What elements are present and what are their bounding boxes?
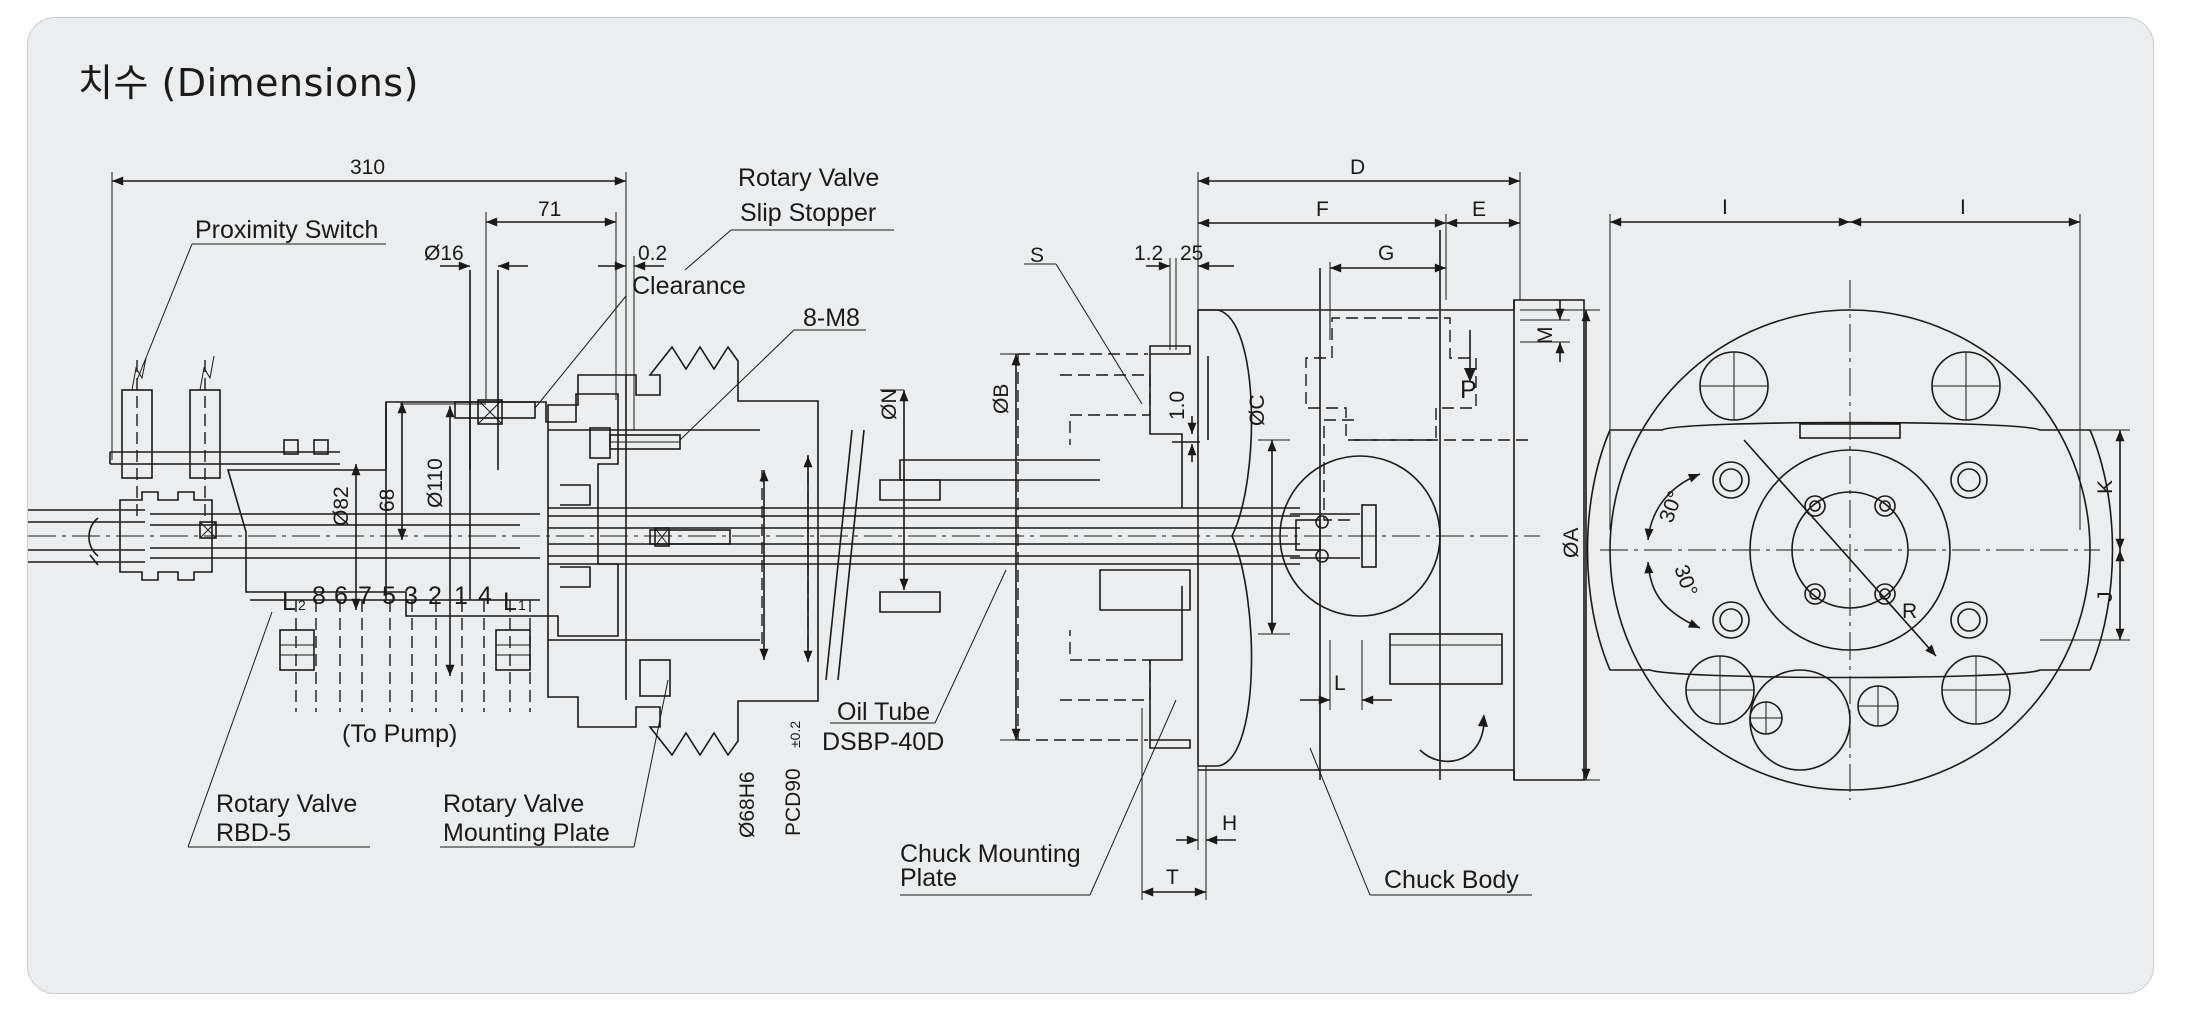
port-number-1: 1	[454, 582, 468, 610]
dim-b: ØB	[990, 384, 1013, 414]
dim-d: D	[1350, 156, 1365, 179]
dim-25: 25	[1180, 242, 1203, 265]
label-chuck-mounting-line1: Chuck Mounting	[900, 840, 1081, 868]
label-clearance: Clearance	[632, 272, 746, 300]
port-number-4: 4	[478, 582, 492, 610]
dim-g: G	[1378, 242, 1394, 265]
dim-0-2: 0.2	[638, 242, 667, 265]
label-chuck-body: Chuck Body	[1384, 866, 1519, 894]
port-l2: L	[282, 588, 296, 616]
hydraulic-cylinder	[879, 309, 1253, 767]
label-oil-tube-line1: Oil Tube	[837, 698, 930, 726]
dim-j: J	[2094, 592, 2117, 603]
rotary-valve-shaft	[28, 491, 540, 581]
dim-pcd90: PCD90	[782, 768, 805, 836]
page-title: 치수 (Dimensions)	[78, 61, 419, 105]
label-slip-stopper-line2: Slip Stopper	[740, 199, 876, 227]
port-number-3: 3	[404, 582, 418, 610]
rotary-valve-body	[226, 270, 619, 712]
port-l1: L	[503, 588, 517, 616]
dim-110: Ø110	[424, 458, 447, 508]
dim-pcd90-tolerance: ±0.2	[787, 721, 803, 748]
dim-c: ØC	[1246, 395, 1269, 427]
label-bolt-spec: 8-M8	[803, 304, 860, 332]
angle-30-upper: 30°	[1655, 488, 1687, 526]
oil-tube	[548, 484, 1300, 588]
dim-68h6: Ø68H6	[736, 771, 759, 838]
dimension-lines	[111, 172, 2130, 900]
label-mounting-plate-line2: Mounting Plate	[443, 819, 610, 847]
port-number-5: 5	[382, 582, 396, 610]
label-proximity-switch: Proximity Switch	[195, 216, 378, 244]
dim-r: R	[1902, 600, 1917, 623]
port-number-2: 2	[428, 582, 442, 610]
proximity-switch-sensors	[109, 355, 340, 520]
dim-i-right: I	[1960, 196, 1966, 219]
dim-h: H	[1222, 812, 1237, 835]
dim-n: ØN	[878, 389, 901, 421]
dim-16: Ø16	[424, 242, 464, 265]
label-port-p: P	[1460, 376, 1477, 404]
label-slip-stopper-line1: Rotary Valve	[738, 164, 879, 192]
rotary-valve-mounting-plate	[547, 345, 865, 757]
dim-310: 310	[350, 156, 385, 179]
dim-a: ØA	[1560, 528, 1583, 558]
dim-s: S	[1030, 244, 1044, 267]
label-mounting-plate-line1: Rotary Valve	[443, 790, 584, 818]
dim-t: T	[1166, 866, 1179, 889]
port-number-6: 6	[334, 582, 348, 610]
dim-l: L	[1334, 672, 1346, 695]
label-to-pump: (To Pump)	[342, 720, 457, 748]
dim-71: 71	[538, 198, 561, 221]
dim-68: 68	[376, 489, 399, 512]
label-oil-tube-line2: DSBP-40D	[822, 728, 944, 756]
leader-lines	[136, 229, 1532, 896]
port-number-7: 7	[358, 582, 372, 610]
port-l1-subscript: 1	[518, 597, 526, 613]
chuck-front-view	[1586, 280, 2114, 800]
port-number-8: 8	[312, 582, 326, 610]
dim-1-0: 1.0	[1166, 391, 1189, 420]
label-rotary-valve-line2: RBD-5	[216, 819, 291, 847]
dim-k: K	[2094, 480, 2117, 494]
chuck-body	[1198, 230, 1585, 781]
dim-e: E	[1472, 198, 1486, 221]
dim-1-2: 1.2	[1134, 242, 1163, 265]
label-chuck-mounting-line2: Plate	[900, 864, 957, 892]
dim-i-left: I	[1722, 196, 1728, 219]
dim-f: F	[1316, 198, 1329, 221]
dim-m: M	[1534, 327, 1557, 345]
dim-82: Ø82	[330, 486, 353, 526]
angle-30-lower: 30°	[1669, 562, 1701, 600]
port-l2-subscript: 2	[298, 597, 306, 613]
label-rotary-valve-line1: Rotary Valve	[216, 790, 357, 818]
